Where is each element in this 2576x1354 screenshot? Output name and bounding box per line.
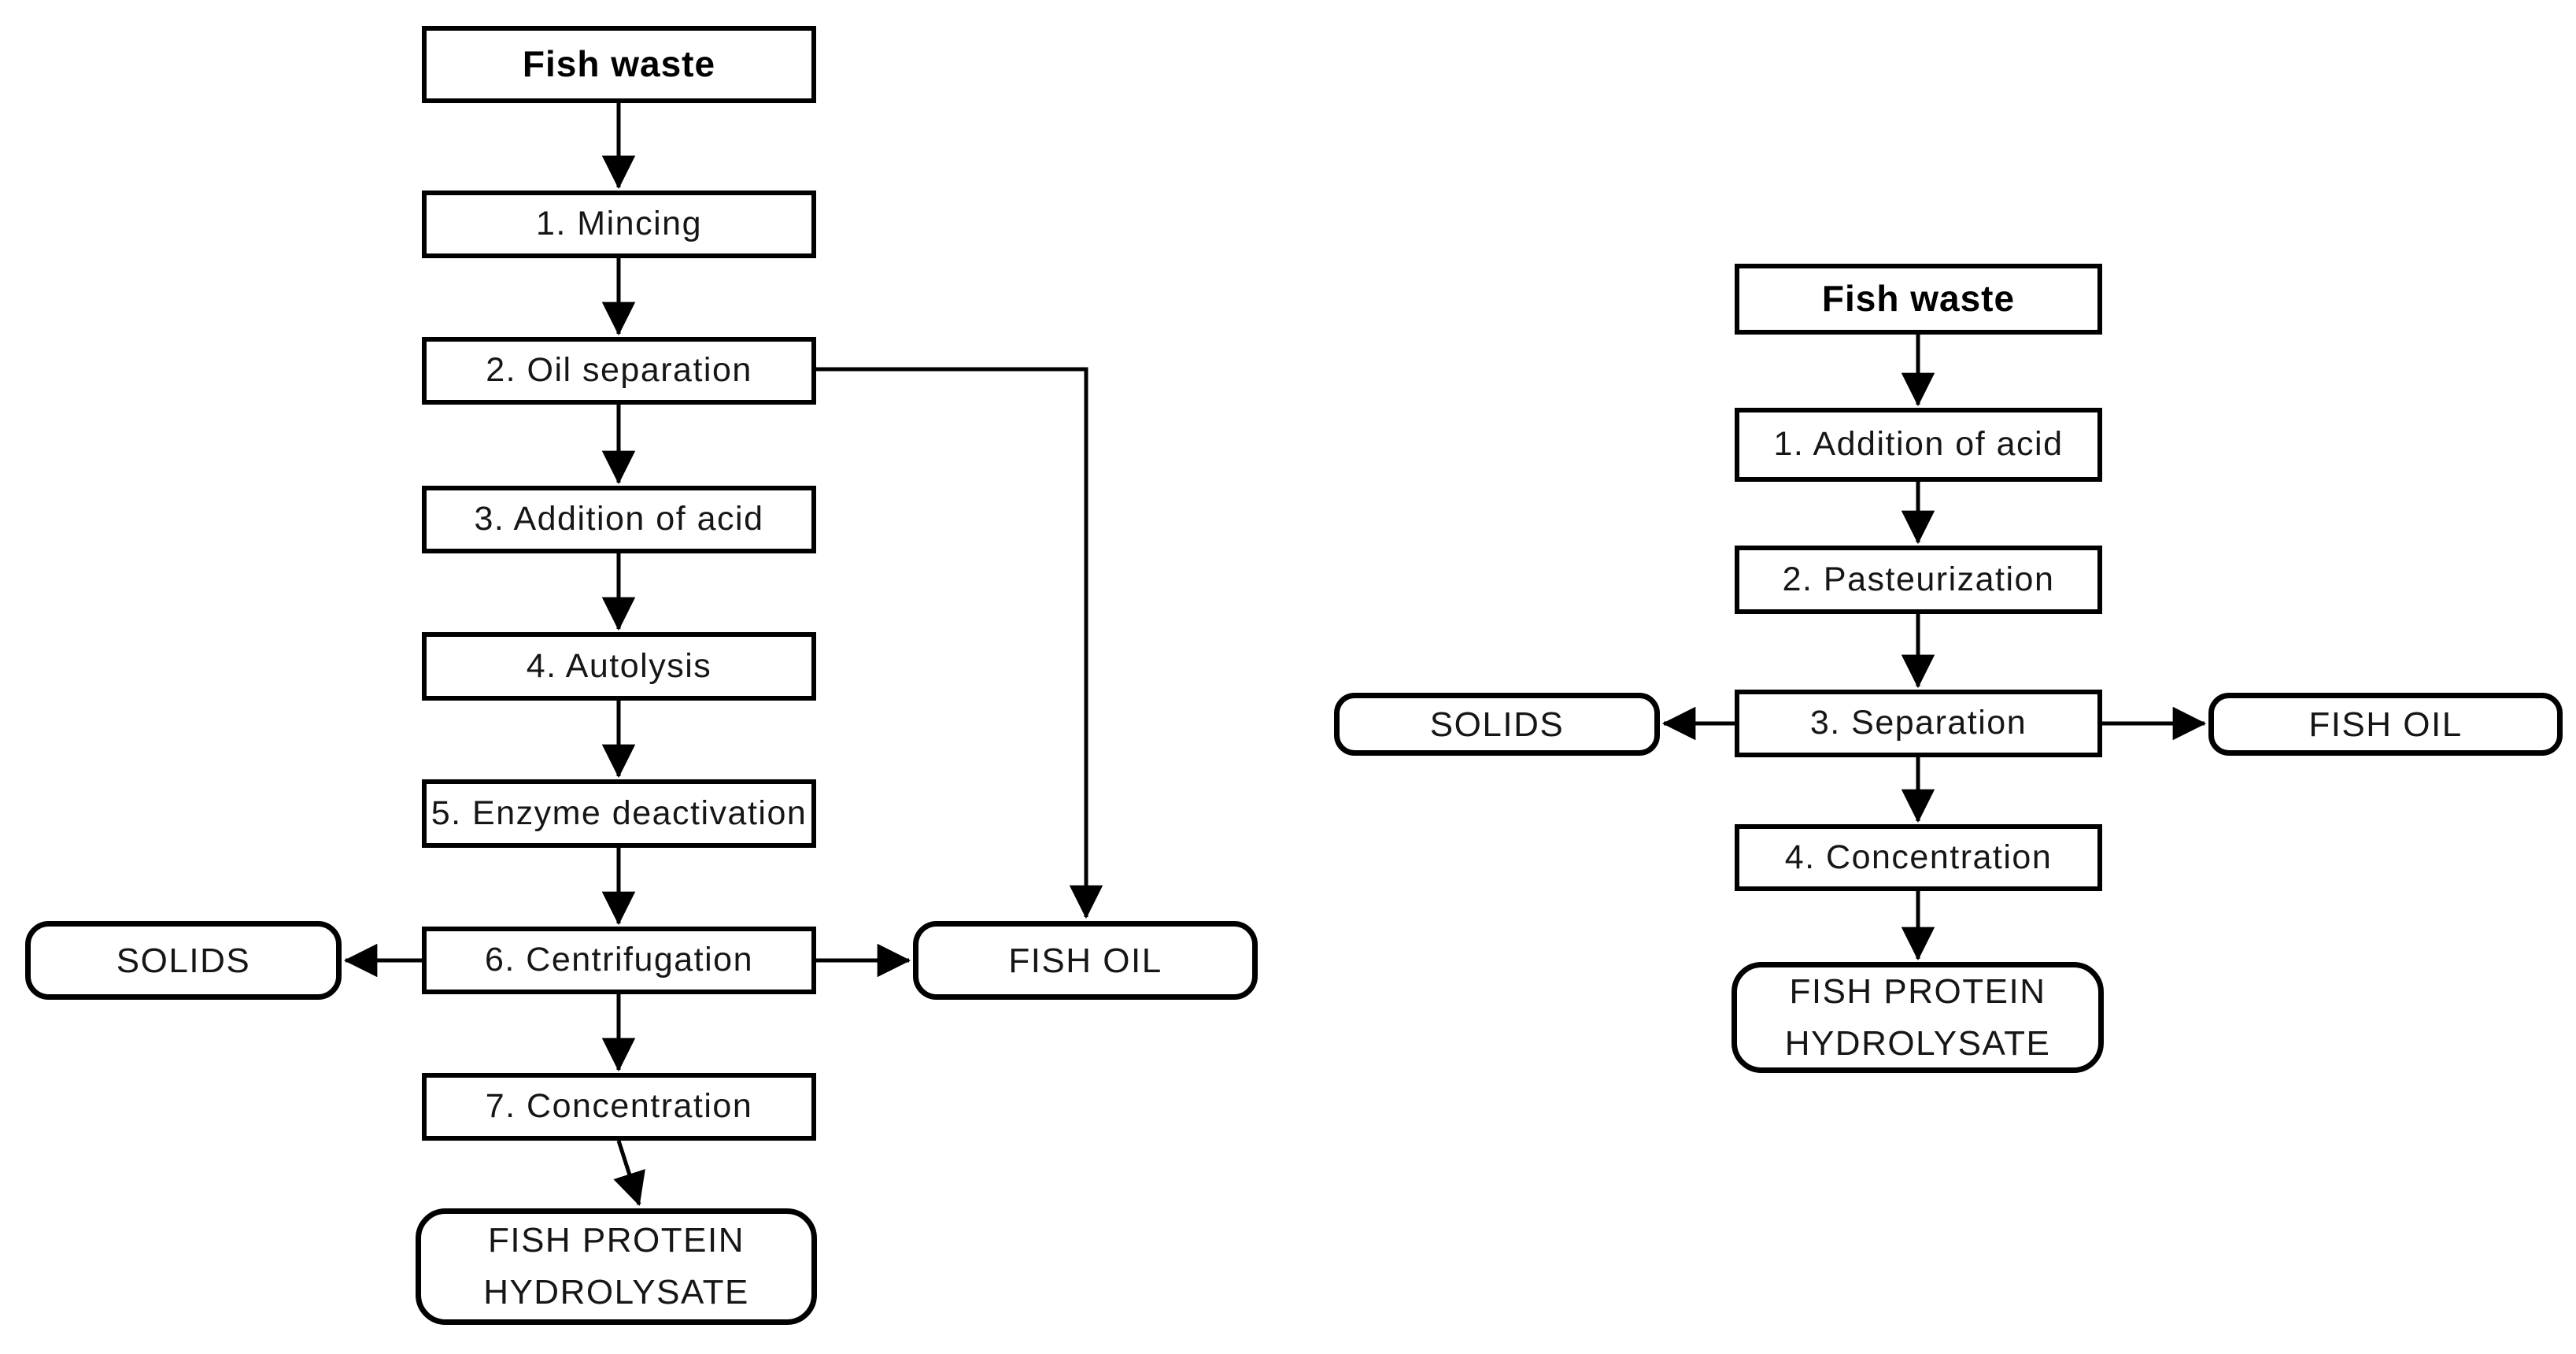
right-box-pasteurization-label: 2. Pasteurization (1782, 560, 2055, 598)
right-box-fish-waste-label: Fish waste (1821, 278, 2016, 320)
left-box-addition-of-acid-label: 3. Addition of acid (474, 500, 764, 538)
right-box-fish-oil: FISH OIL (2208, 693, 2563, 756)
left-elbow-oil-separation-to-fish-oil (816, 367, 1103, 919)
left-box-mincing: 1. Mincing (422, 191, 816, 258)
left-box-centrifugation: 6. Centrifugation (422, 927, 816, 994)
left-box-enzyme-deactivation-label: 5. Enzyme deactivation (431, 794, 808, 832)
left-arrow-concentration-to-product (613, 1140, 645, 1207)
left-product-line2: HYDROLYSATE (483, 1273, 749, 1311)
right-box-fish-protein-hydrolysate: FISH PROTEIN HYDROLYSATE (1732, 962, 2104, 1073)
left-box-autolysis-label: 4. Autolysis (526, 646, 712, 685)
left-box-concentration-label: 7. Concentration (485, 1087, 753, 1126)
right-box-concentration-label: 4. Concentration (1784, 838, 2053, 876)
left-box-fish-oil-label: FISH OIL (1008, 941, 1162, 980)
left-box-fish-waste: Fish waste (422, 26, 816, 103)
left-box-oil-separation-label: 2. Oil separation (486, 351, 752, 390)
left-box-solids: SOLIDS (25, 921, 342, 1000)
right-box-fish-oil-label: FISH OIL (2308, 705, 2463, 744)
right-box-fish-waste: Fish waste (1735, 264, 2102, 335)
left-box-solids-label: SOLIDS (116, 941, 251, 980)
right-product-label: FISH PROTEIN HYDROLYSATE (1785, 966, 2051, 1070)
left-box-fish-protein-hydrolysate: FISH PROTEIN HYDROLYSATE (416, 1208, 817, 1325)
left-box-centrifugation-label: 6. Centrifugation (484, 941, 754, 979)
left-product-label: FISH PROTEIN HYDROLYSATE (483, 1215, 749, 1319)
right-box-separation: 3. Separation (1735, 690, 2102, 757)
left-box-mincing-label: 1. Mincing (536, 205, 702, 243)
right-product-line2: HYDROLYSATE (1784, 1023, 2051, 1063)
right-box-concentration: 4. Concentration (1735, 824, 2102, 891)
right-box-addition-of-acid: 1. Addition of acid (1735, 408, 2102, 482)
left-box-fish-waste-label: Fish waste (522, 43, 716, 85)
right-product-line1: FISH PROTEIN (1789, 971, 2046, 1011)
left-box-enzyme-deactivation: 5. Enzyme deactivation (422, 779, 816, 848)
right-box-pasteurization: 2. Pasteurization (1735, 546, 2102, 614)
left-box-concentration: 7. Concentration (422, 1073, 816, 1141)
left-box-autolysis: 4. Autolysis (422, 632, 816, 701)
left-box-oil-separation: 2. Oil separation (422, 337, 816, 405)
right-box-separation-label: 3. Separation (1809, 704, 2027, 742)
left-box-fish-oil: FISH OIL (913, 921, 1258, 1000)
right-box-solids-label: SOLIDS (1429, 705, 1565, 744)
right-box-solids: SOLIDS (1334, 693, 1660, 756)
left-product-line1: FISH PROTEIN (487, 1221, 745, 1260)
right-box-addition-of-acid-label: 1. Addition of acid (1773, 425, 2064, 464)
left-box-addition-of-acid: 3. Addition of acid (422, 486, 816, 553)
